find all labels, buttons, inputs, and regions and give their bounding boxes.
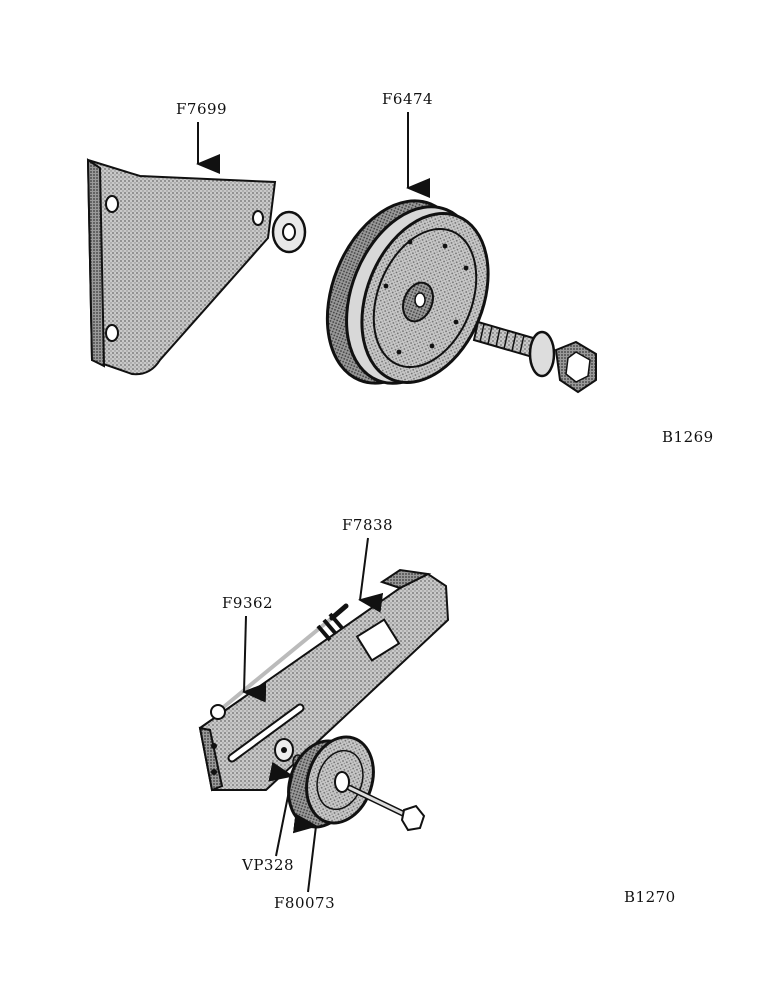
bottom-figure: F7838 F9362 VP328 F80073 B1270 xyxy=(198,516,676,912)
bracket-arm-f7838 xyxy=(198,568,450,792)
square-cutout xyxy=(355,618,401,662)
mounting-hole xyxy=(252,210,264,226)
figure-code-b1270: B1270 xyxy=(624,888,676,906)
washer xyxy=(271,210,307,254)
figure-code-b1269: B1269 xyxy=(662,428,714,446)
bolt-assembly xyxy=(472,320,597,394)
bracket-plate-f7699 xyxy=(86,158,277,376)
top-figure: F7699 F6474 B1269 xyxy=(86,90,714,446)
callout-arrow xyxy=(358,537,384,613)
pulley-f6474 xyxy=(325,199,490,385)
pulley-f80073 xyxy=(287,735,375,829)
label-vp328: VP328 xyxy=(241,856,294,874)
mounting-hole xyxy=(105,324,119,342)
label-f7838: F7838 xyxy=(342,516,393,534)
label-f7699: F7699 xyxy=(176,100,227,118)
label-f6474: F6474 xyxy=(382,90,433,108)
label-f80073: F80073 xyxy=(274,894,335,912)
callout-arrow xyxy=(268,761,294,857)
callout-arrow xyxy=(242,615,267,703)
pulley-bolt xyxy=(347,785,426,832)
washer xyxy=(528,330,556,378)
adjusting-rod-f9362 xyxy=(210,603,349,720)
label-f9362: F9362 xyxy=(222,594,273,612)
callout-arrow xyxy=(292,813,318,893)
bolt-circle xyxy=(383,239,469,355)
mounting-hole xyxy=(105,195,119,213)
